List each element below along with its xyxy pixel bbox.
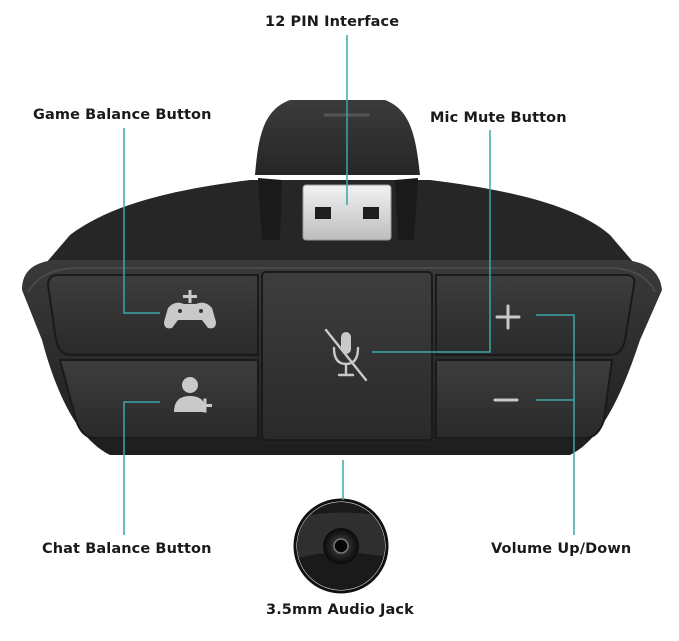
label-volume: Volume Up/Down xyxy=(491,541,632,557)
label-audio-jack: 3.5mm Audio Jack xyxy=(266,602,414,618)
plus-icon xyxy=(495,304,521,330)
button-game-balance[interactable] xyxy=(46,274,259,356)
button-volume-up[interactable] xyxy=(435,274,636,356)
label-pin-interface: 12 PIN Interface xyxy=(265,14,400,30)
leader-chat-balance xyxy=(123,401,160,535)
person-plus-icon xyxy=(174,377,212,413)
controller-plus-icon xyxy=(164,290,216,329)
label-chat-balance: Chat Balance Button xyxy=(42,541,212,557)
leader-game-balance xyxy=(123,128,160,314)
leader-mic-mute xyxy=(372,130,491,353)
label-game-balance: Game Balance Button xyxy=(33,107,212,123)
audio-jack-inset xyxy=(293,498,389,594)
label-mic-mute: Mic Mute Button xyxy=(430,110,567,126)
button-volume-down[interactable] xyxy=(435,359,614,439)
button-chat-balance[interactable] xyxy=(58,359,259,439)
mic-muted-icon xyxy=(324,328,368,382)
leader-lines xyxy=(123,35,575,535)
device-stand xyxy=(255,100,420,175)
leader-volume xyxy=(536,314,575,535)
